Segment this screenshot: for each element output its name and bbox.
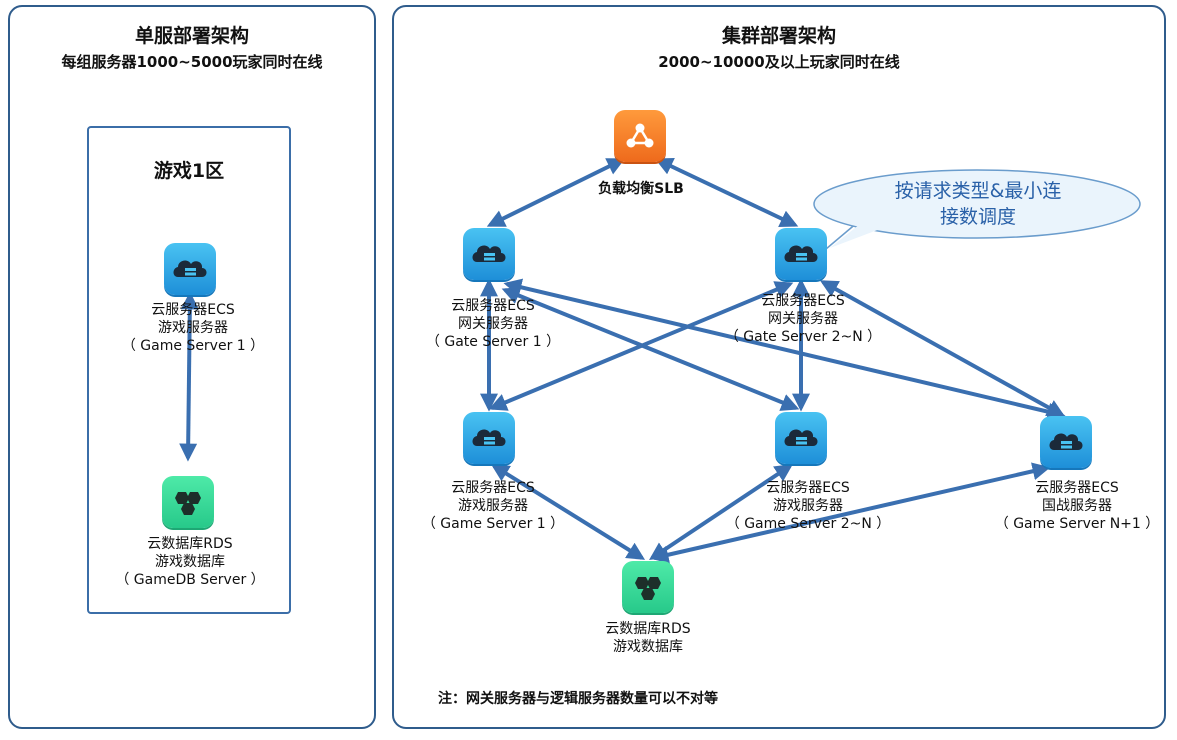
cloud-server-icon: [164, 243, 216, 295]
arrow-gate2-game3: [819, 280, 1066, 417]
gate1-label: 云服务器ECS 网关服务器 （ Gate Server 1 ）: [426, 297, 560, 351]
cluster-db-line-2: 游戏数据库: [613, 639, 683, 655]
left-game-server-line-3: （ Game Server 1 ）: [121, 338, 265, 354]
game1-node: [463, 412, 515, 464]
arrow-game1-db: [490, 464, 646, 560]
game2-node: [775, 412, 827, 464]
single-deploy-title: 单服部署架构: [134, 25, 249, 47]
cluster-note: 注：网关服务器与逻辑服务器数量可以不对等: [438, 691, 718, 707]
cluster-db-label: 云数据库RDS 游戏数据库: [605, 620, 690, 656]
slb-label: 负载均衡SLB: [598, 181, 684, 197]
cloud-server-icon: [775, 228, 827, 280]
arrow-slb-gate2: [654, 158, 799, 227]
slb-node: [614, 110, 666, 162]
game3-line-1: 云服务器ECS: [1035, 480, 1119, 496]
game-zone-box: 游戏1区: [87, 126, 291, 614]
arrow-left-game-db: [179, 291, 199, 462]
gate1-line-1: 云服务器ECS: [451, 298, 535, 314]
left-game-server-node: [164, 243, 216, 295]
speech-bubble: [813, 169, 1141, 250]
gate2-line-2: 网关服务器: [767, 311, 838, 327]
cloud-server-icon: [775, 412, 827, 464]
game2-line-2: 游戏服务器: [773, 498, 843, 514]
gate2-node: [775, 228, 827, 280]
cloud-server-icon: [463, 228, 515, 280]
left-game-server-line-2: 游戏服务器: [157, 320, 228, 336]
left-db-label: 云数据库RDS 游戏数据库 （ GameDB Server ）: [115, 535, 264, 589]
gate2-line-3: （ Gate Server 2~N ）: [724, 329, 882, 345]
cloud-server-icon: [1040, 416, 1092, 468]
schedule-bubble-line-1: 按请求类型&最小连: [894, 180, 1062, 202]
load-balancer-icon: [614, 110, 666, 162]
game2-label: 云服务器ECS 游戏服务器 （ Game Server 2~N ）: [726, 479, 891, 533]
game2-line-3: （ Game Server 2~N ）: [725, 516, 891, 532]
arrow-game3-db: [650, 462, 1051, 564]
cluster-deploy-title: 集群部署架构: [721, 25, 836, 47]
left-db-line-2: 游戏数据库: [154, 554, 225, 570]
game-zone-title: 游戏1区: [153, 160, 225, 182]
game3-node: [1040, 416, 1092, 468]
gate2-line-1: 云服务器ECS: [761, 293, 845, 309]
cluster-deploy-subtitle: 2000~10000及以上玩家同时在线: [658, 53, 900, 71]
game2-line-1: 云服务器ECS: [766, 480, 850, 496]
left-db-line-1: 云数据库RDS: [147, 536, 233, 552]
schedule-bubble-text: 按请求类型&最小连 接数调度: [895, 178, 1062, 230]
game1-line-3: （ Game Server 1 ）: [421, 516, 565, 532]
left-game-server-line-1: 云服务器ECS: [151, 302, 235, 318]
arrow-slb-gate1: [486, 158, 626, 227]
game3-label: 云服务器ECS 国战服务器 （ Game Server N+1 ）: [995, 479, 1160, 533]
game3-line-2: 国战服务器: [1042, 498, 1112, 514]
gate1-node: [463, 228, 515, 280]
game1-line-1: 云服务器ECS: [451, 480, 535, 496]
database-icon: [622, 561, 674, 613]
gate2-label: 云服务器ECS 网关服务器 （ Gate Server 2~N ）: [725, 292, 881, 346]
cluster-db-node: [622, 561, 674, 613]
schedule-bubble-line-2: 接数调度: [939, 206, 1017, 228]
single-deploy-subtitle: 每组服务器1000~5000玩家同时在线: [61, 53, 323, 71]
game1-label: 云服务器ECS 游戏服务器 （ Game Server 1 ）: [422, 479, 564, 533]
gate1-line-2: 网关服务器: [458, 316, 528, 332]
gate1-line-3: （ Gate Server 1 ）: [425, 334, 561, 350]
left-db-node: [162, 476, 214, 528]
game3-line-3: （ Game Server N+1 ）: [994, 516, 1160, 532]
database-icon: [162, 476, 214, 528]
left-db-line-3: （ GameDB Server ）: [115, 572, 265, 588]
left-game-server-label: 云服务器ECS 游戏服务器 （ Game Server 1 ）: [122, 301, 264, 355]
cloud-server-icon: [463, 412, 515, 464]
cluster-db-line-1: 云数据库RDS: [605, 621, 691, 637]
game1-line-2: 游戏服务器: [457, 498, 528, 514]
